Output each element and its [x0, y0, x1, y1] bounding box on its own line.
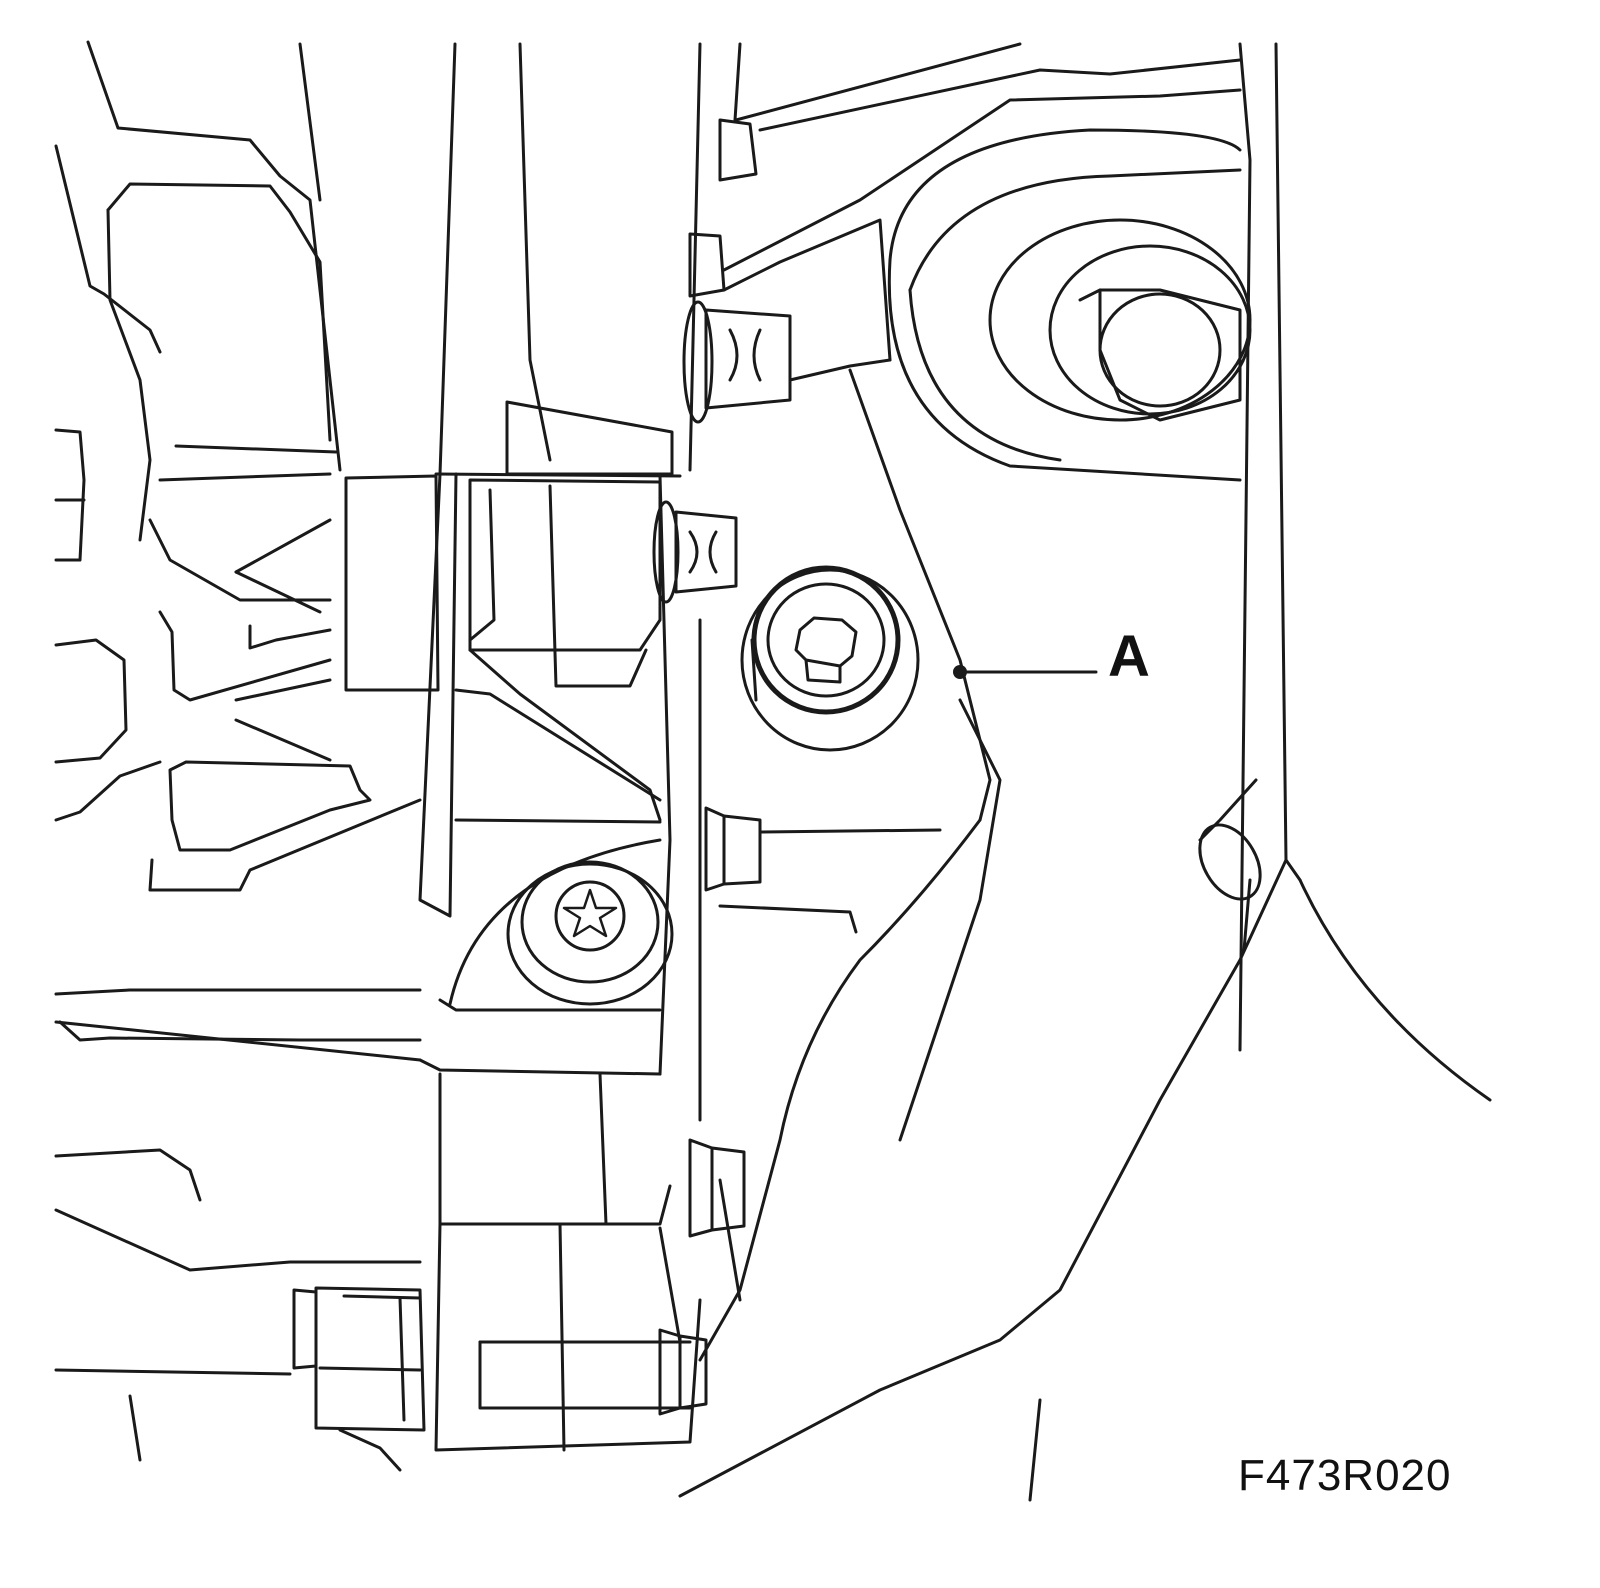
mount-stub — [1198, 778, 1262, 952]
engine-block-casting — [54, 40, 422, 1472]
torx-bolt-upper — [682, 300, 792, 424]
torx-bolt-lower — [448, 838, 674, 1006]
mounting-bracket — [298, 42, 742, 1452]
callout-label-a: A — [1108, 624, 1150, 689]
hex-nut-large — [887, 128, 1252, 482]
callout-a-leader — [953, 665, 1098, 679]
drain-plug — [740, 565, 920, 752]
figure-code: F473R020 — [1238, 1451, 1452, 1500]
edge-bolts — [292, 118, 942, 1432]
gearbox-housing — [678, 42, 1492, 1502]
torx-bolt-middle — [652, 500, 738, 604]
